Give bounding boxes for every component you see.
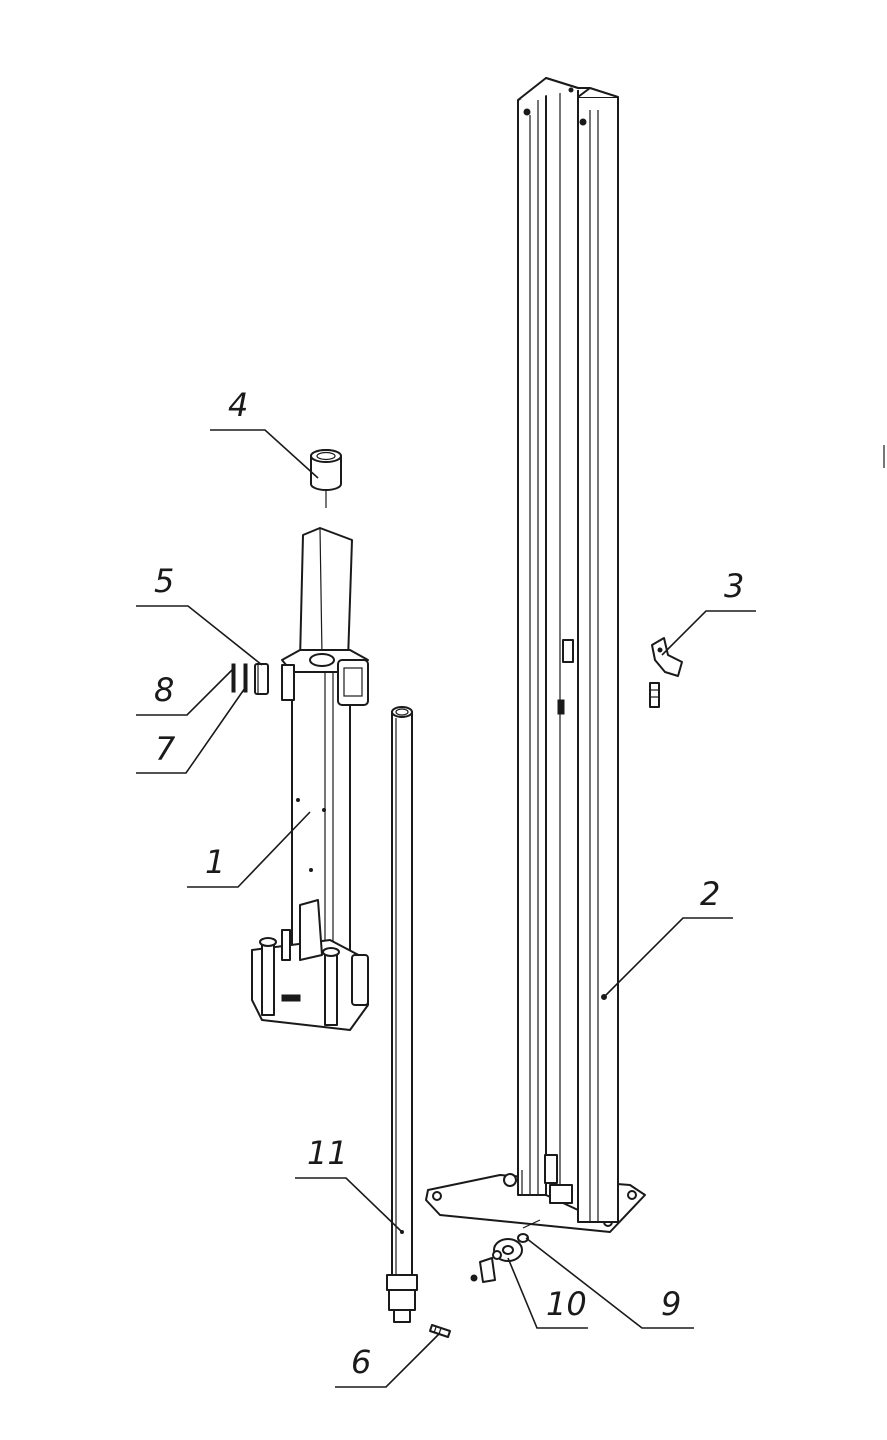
callout-1: 1 [205, 843, 225, 881]
part-11-tube [386, 706, 418, 1323]
part-9-washer [517, 1219, 541, 1243]
callout-7: 7 [155, 730, 176, 768]
part-7-pin [243, 663, 248, 693]
callout-3: 3 [724, 567, 744, 605]
callout-10: 10 [546, 1285, 587, 1323]
callout-labels: 1 2 3 4 5 6 7 8 9 10 11 [154, 386, 744, 1381]
leader-lines [136, 429, 756, 1388]
part-5-block [254, 663, 269, 695]
callout-11: 11 [307, 1134, 348, 1172]
callout-4: 4 [228, 386, 248, 424]
callout-8: 8 [154, 671, 174, 709]
part-4-ring [310, 449, 342, 508]
part-2-column [425, 77, 646, 1233]
callout-5: 5 [154, 562, 174, 600]
part-6-pin [429, 1324, 451, 1338]
part-1-carriage [251, 527, 369, 1031]
part-3-lock [649, 637, 683, 708]
callout-6: 6 [351, 1343, 371, 1381]
part-10-roller [470, 1238, 523, 1283]
part-8-pin [231, 663, 236, 693]
callout-9: 9 [661, 1285, 681, 1323]
callout-2: 2 [700, 875, 720, 913]
